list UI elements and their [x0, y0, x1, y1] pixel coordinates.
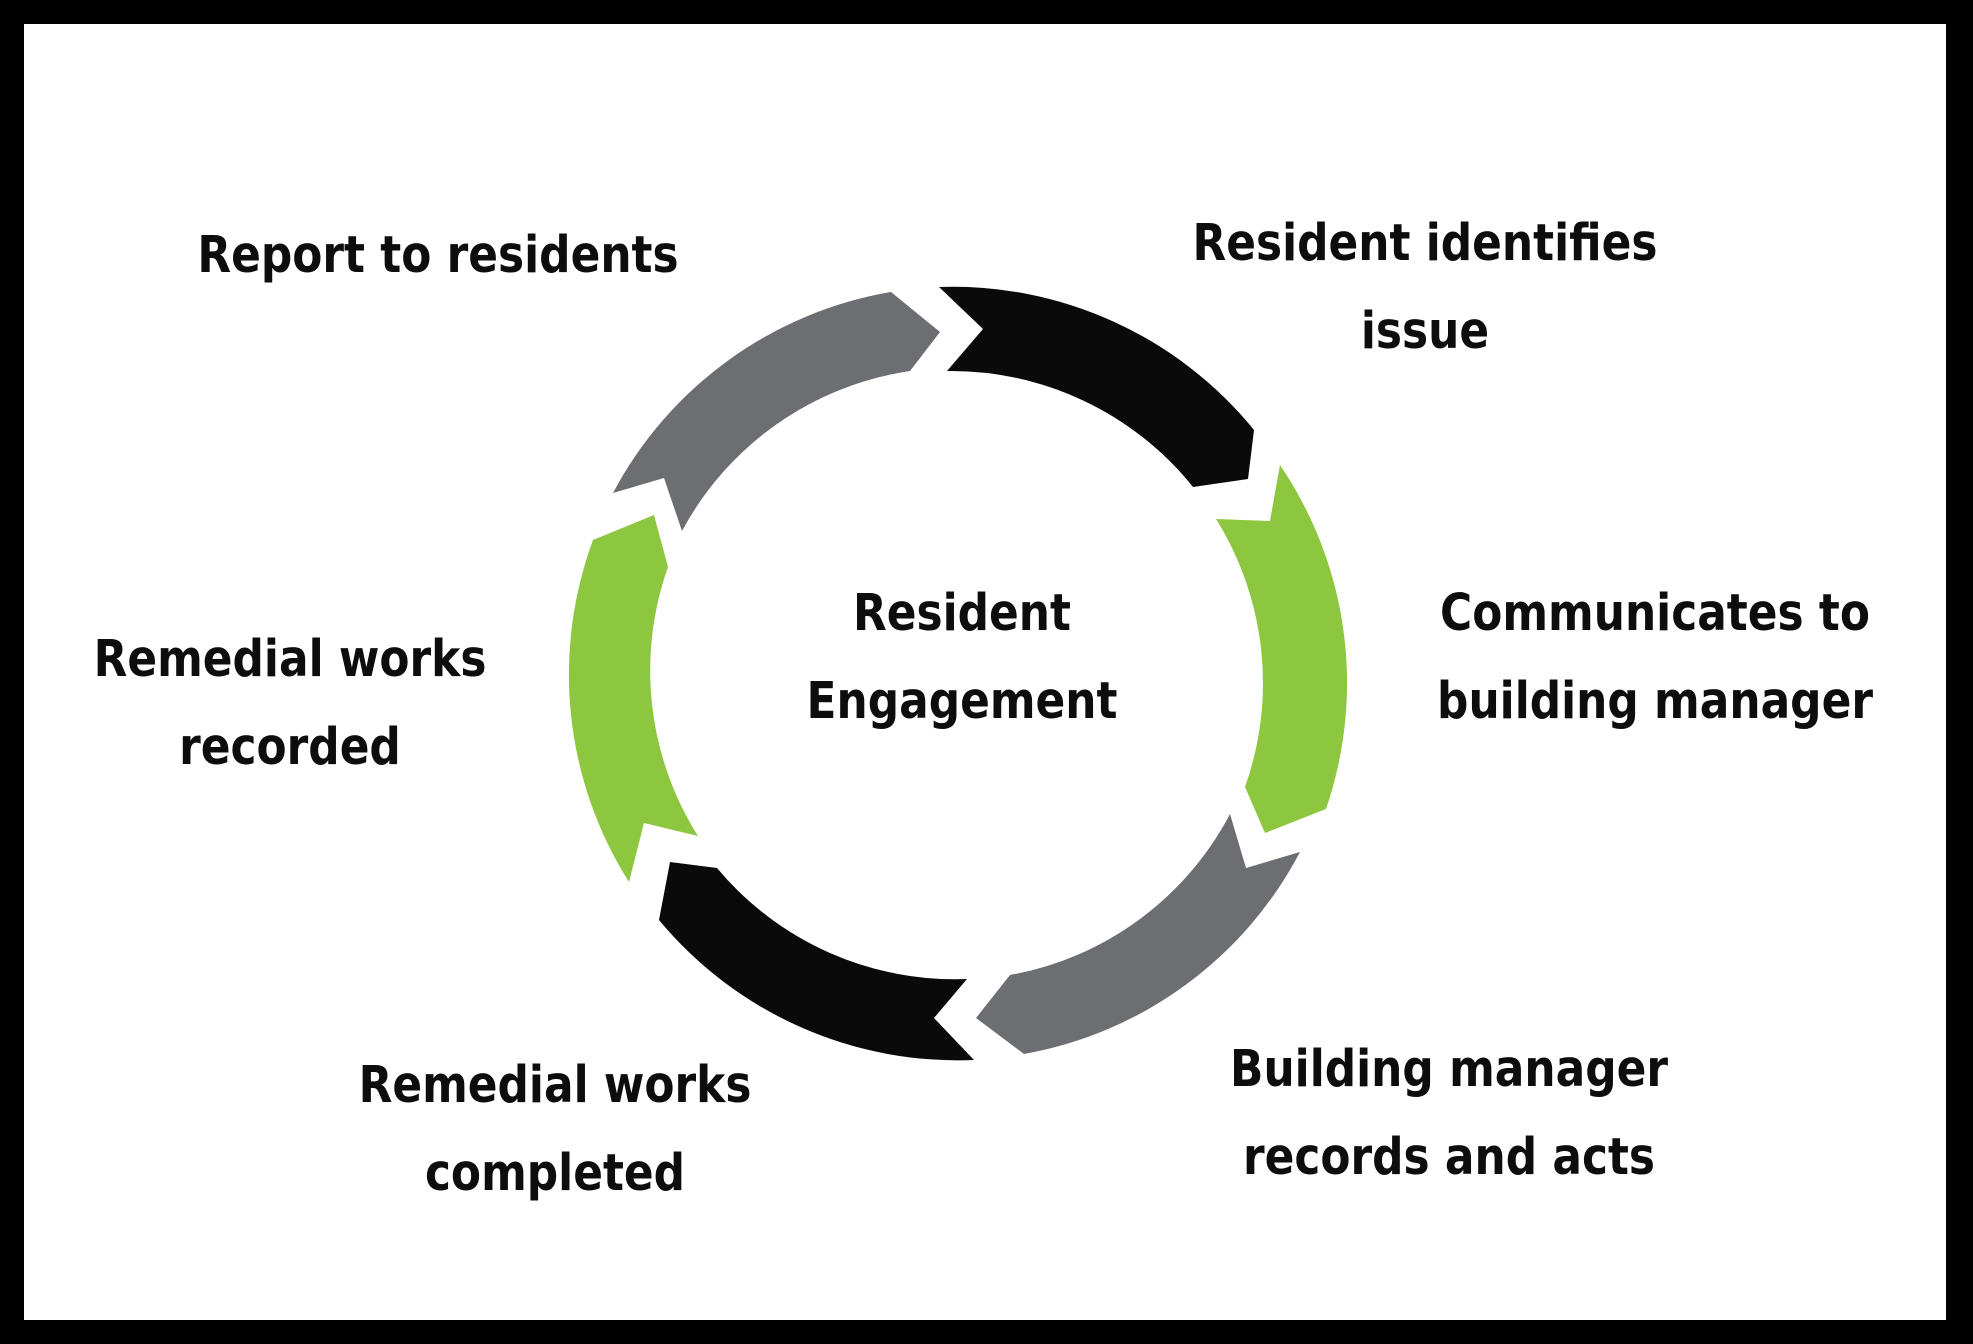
step-label-communicates-to-building-manager: Communicates to building manager — [1437, 570, 1873, 746]
center-label-line-2: Engagement — [806, 672, 1118, 731]
step-label-resident-identifies-issue: Resident identifies issue — [1192, 200, 1657, 376]
center-label-line-1: Resident — [852, 584, 1071, 643]
step-label-line: Remedial works — [358, 1056, 752, 1115]
center-label: Resident Engagement — [807, 570, 1118, 746]
step-label-line: Communicates to — [1440, 584, 1870, 643]
arrow-resident-identifies-issue — [939, 286, 1254, 487]
step-label-line: Remedial works — [93, 630, 487, 689]
step-label-line: Report to residents — [197, 226, 679, 285]
step-label-report-to-residents: Report to residents — [197, 212, 678, 300]
arrow-remedial-works-completed — [659, 862, 974, 1061]
arrow-report-to-residents — [613, 292, 940, 531]
step-label-line: Building manager — [1230, 1040, 1668, 1099]
step-label-line: records and acts — [1242, 1128, 1656, 1187]
step-label-remedial-works-completed: Remedial works completed — [359, 1042, 752, 1218]
step-label-line: completed — [424, 1144, 686, 1203]
step-label-building-manager-records-and-acts: Building manager records and acts — [1230, 1026, 1668, 1202]
arrow-communicates-to-building-manager — [1216, 465, 1348, 833]
step-label-line: building manager — [1437, 672, 1873, 731]
step-label-line: issue — [1360, 302, 1490, 361]
step-label-line: Resident identifies — [1192, 214, 1658, 273]
arrow-building-manager-records-and-acts — [976, 814, 1300, 1054]
step-label-line: recorded — [179, 718, 401, 777]
step-label-remedial-works-recorded: Remedial works recorded — [94, 616, 487, 792]
arrow-remedial-works-recorded — [568, 515, 698, 882]
diagram-canvas — [24, 24, 1946, 1320]
